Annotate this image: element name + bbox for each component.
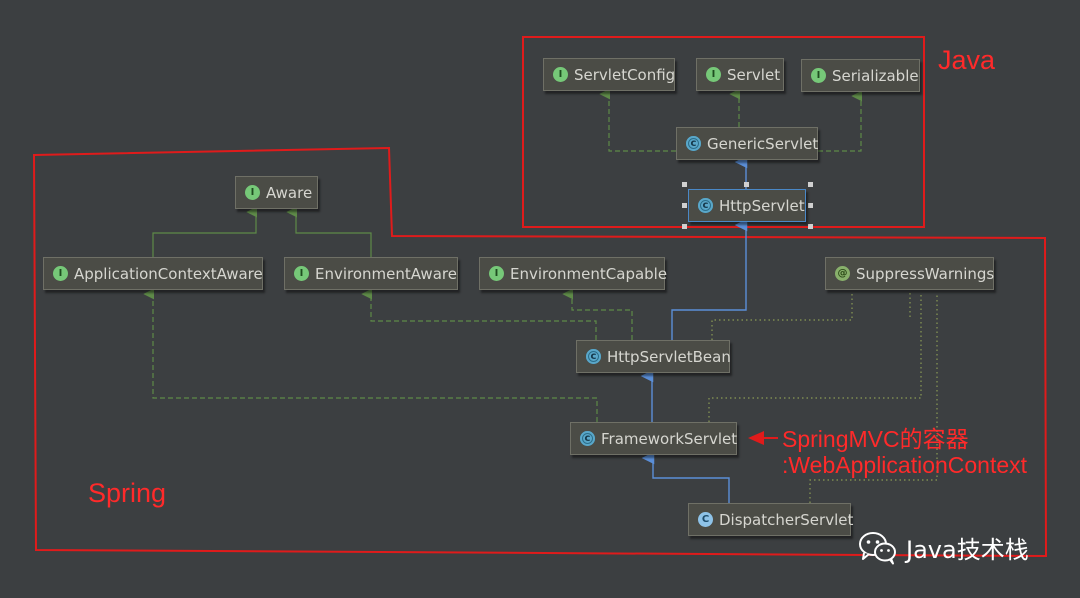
watermark: Java技术栈 [858, 530, 1029, 565]
annotation-text-line1: SpringMVC的容器 [782, 426, 969, 452]
java-region-border [522, 36, 925, 228]
edge-httpservletbean-httpservlet [671, 218, 748, 340]
node-environmentcapable[interactable]: I EnvironmentCapable [479, 257, 668, 290]
node-label: HttpServletBean [607, 347, 731, 366]
selection-handle[interactable] [808, 203, 813, 208]
abstract-class-icon: c [698, 198, 713, 213]
interface-icon: I [553, 67, 568, 82]
java-region-label: Java [938, 45, 996, 75]
interface-icon: I [294, 266, 309, 281]
node-httpservlet[interactable]: c HttpServlet [688, 189, 806, 222]
spring-region-border [32, 146, 1048, 558]
node-label: EnvironmentCapable [510, 264, 668, 283]
spring-region-label: Spring [88, 478, 167, 508]
abstract-class-icon: c [586, 349, 601, 364]
node-label: GenericServlet [707, 134, 819, 153]
node-suppresswarnings[interactable]: @ SuppressWarnings [825, 257, 994, 290]
node-aware[interactable]: I Aware [235, 176, 318, 209]
selection-handle[interactable] [682, 203, 687, 208]
node-label: Serializable [832, 66, 919, 85]
node-label: Servlet [727, 65, 781, 84]
node-serializable[interactable]: I Serializable [801, 59, 920, 92]
node-frameworkservlet[interactable]: c FrameworkServlet [570, 422, 737, 455]
abstract-class-icon: c [580, 431, 595, 446]
edge-dispatcherservlet-frameworkservlet [641, 451, 730, 503]
annotation-icon: @ [835, 266, 850, 281]
node-label: ApplicationContextAware [74, 264, 263, 283]
selection-handle[interactable] [682, 224, 687, 229]
node-servletconfig[interactable]: I ServletConfig [543, 58, 675, 91]
node-httpservletbean[interactable]: c HttpServletBean [576, 340, 731, 373]
node-label: FrameworkServlet [601, 429, 738, 448]
node-applicationcontextaware[interactable]: I ApplicationContextAware [43, 257, 263, 290]
edge-applicationcontextaware-aware [152, 206, 258, 257]
annotation-arrow-head [748, 431, 764, 445]
node-label: HttpServlet [719, 196, 805, 215]
node-label: ServletConfig [574, 65, 676, 84]
node-label: DispatcherServlet [719, 510, 854, 529]
wechat-icon [859, 531, 896, 564]
node-label: SuppressWarnings [856, 264, 995, 283]
node-genericservlet[interactable]: c GenericServlet [676, 127, 818, 160]
watermark-text: Java技术栈 [906, 536, 1029, 564]
class-icon: C [698, 512, 713, 527]
edge-httpservletbean-environmentaware [361, 288, 597, 340]
interface-icon: I [811, 68, 826, 83]
edge-httpservletbean-suppresswarnings [711, 293, 853, 340]
edge-environmentaware-aware [286, 206, 372, 257]
selection-handle[interactable] [808, 182, 813, 187]
edge-genericservlet-serializable [818, 90, 863, 152]
node-servlet[interactable]: I Servlet [696, 58, 784, 91]
node-label: EnvironmentAware [315, 264, 457, 283]
edge-httpservletbean-environmentcapable [562, 288, 633, 340]
abstract-class-icon: c [686, 136, 701, 151]
edge-dispatcherservlet-suppresswarnings [809, 293, 938, 503]
annotation-text-line2: :WebApplicationContext [782, 452, 1028, 478]
selection-handle[interactable] [808, 224, 813, 229]
selection-handle[interactable] [744, 182, 749, 187]
interface-icon: I [489, 266, 504, 281]
node-dispatcherservlet[interactable]: C DispatcherServlet [688, 503, 854, 536]
node-environmentaware[interactable]: I EnvironmentAware [284, 257, 458, 290]
edge-frameworkservlet-suppresswarnings [708, 293, 922, 422]
edge-frameworkservlet-applicationcontextaware [143, 288, 598, 422]
selection-handle[interactable] [682, 182, 687, 187]
interface-icon: I [706, 67, 721, 82]
interface-icon: I [53, 266, 68, 281]
interface-icon: I [245, 185, 260, 200]
edge-genericservlet-servletconfig [599, 88, 676, 152]
node-label: Aware [266, 183, 313, 202]
